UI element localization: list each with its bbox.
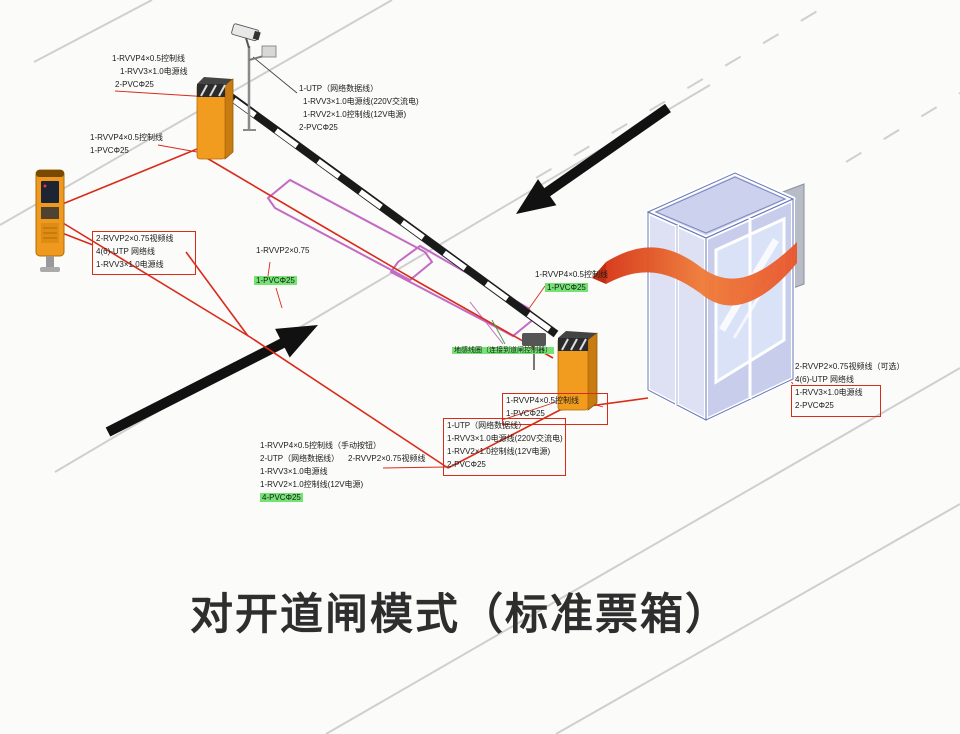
label-cluster-camera: 1-UTP（网络数据线） 1-RVV3×1.0电源线(220V交流电) 1-RV… — [299, 82, 419, 134]
ground-loop-2 — [389, 244, 537, 338]
barrier-gate-2 — [557, 331, 598, 411]
reader-screen — [41, 181, 59, 203]
cable-label: 4(6)-UTP 网络线 — [795, 375, 854, 384]
cable-label: 2-PVCΦ25 — [115, 80, 154, 89]
cable-label: 1-RVV3×1.0电源线 — [96, 260, 164, 269]
label-cluster-bottom-left: 1-RVVP4×0.5控制线（手动按钮） 2-UTP（网络数据线） 1-RVV3… — [260, 439, 381, 504]
label-box-right — [791, 385, 881, 417]
highlight-ribbon — [592, 242, 797, 306]
cable-label: 2-RVVP2×0.75视频线 — [348, 454, 426, 463]
traffic-arrow-outbound — [105, 325, 318, 437]
cable-label: 1-RVVP4×0.5控制线（手动按钮） — [260, 441, 381, 450]
cable-label: 1-RVV3×1.0电源线 — [795, 388, 863, 397]
pole-sign-panel — [261, 45, 277, 58]
cable-label: 1-RVV3×1.0电源线(220V交流电) — [303, 97, 419, 106]
cable-label: 1-PVCΦ25 — [506, 409, 545, 418]
cable-label: 1-RVVP4×0.5控制线 — [112, 54, 185, 63]
entry-card-reader — [35, 169, 65, 272]
cable-label: 1-RVVP4×0.5控制线 — [90, 133, 163, 142]
label-cluster-gate1: 1-RVVP4×0.5控制线 1-RVV3×1.0电源线 2-PVCΦ25 — [112, 52, 188, 91]
cable-label: 1-PVCΦ25 — [545, 283, 588, 292]
cable-label: 2-PVCΦ25 — [299, 123, 338, 132]
cable-label: 1-UTP（网络数据线） — [447, 421, 527, 430]
label-cluster-gate2-top: 1-RVVP4×0.5控制线 1-PVCΦ25 — [535, 268, 608, 294]
cable-label: 2-PVCΦ25 — [447, 460, 486, 469]
cable-label: 1-RVVP2×0.75 — [256, 246, 310, 255]
label-cluster-right: 2-RVVP2×0.75视频线（可选） 4(6)-UTP 网络线 1-RVV3×… — [795, 360, 904, 412]
cable-label: 1-UTP（网络数据线） — [299, 84, 379, 93]
traffic-arrow-inbound — [516, 103, 671, 214]
barrier-arm — [228, 93, 559, 338]
label-cluster-reader: 1-RVVP4×0.5控制线 1-PVCΦ25 — [90, 131, 163, 157]
traffic-arrows — [105, 103, 671, 437]
barrier-gate-1 — [196, 77, 234, 160]
label-cluster-booth-box: 1-UTP（网络数据线） 1-RVV3×1.0电源线(220V交流电) 1-RV… — [447, 419, 563, 471]
loop-note-label: 地感线圈（连接到道闸控制器） — [452, 347, 554, 354]
cable-label: 1-RVV3×1.0电源线 — [260, 467, 328, 476]
label-video-line: 2-RVVP2×0.75视频线 — [348, 452, 425, 465]
cable-label: 2-PVCΦ25 — [795, 401, 834, 410]
label-box-booth — [443, 418, 566, 476]
ground-loop-1 — [266, 178, 434, 282]
cable-label: 1-RVV2×1.0控制线(12V电源) — [447, 447, 551, 456]
label-loop-note: 地感线圈（连接到道闸控制器） — [452, 344, 554, 357]
cable-label: 1-RVVP4×0.5控制线 — [535, 270, 608, 279]
cable-label: 1-PVCΦ25 — [254, 276, 297, 285]
camera-pole — [231, 23, 277, 131]
ticket-booth — [645, 170, 796, 422]
cable-label: 1-RVV2×1.0控制线(12V电源) — [303, 110, 407, 119]
label-box-gate2-bottom — [502, 393, 608, 425]
cable-label: 1-RVV3×1.0电源线(220V交流电) — [447, 434, 563, 443]
cable-label: 1-RVV3×1.0电源线 — [120, 67, 188, 76]
cable-label: 4-PVCΦ25 — [260, 493, 303, 502]
cable-label: 4(6)-UTP 网络线 — [96, 247, 155, 256]
cable-label: 1-PVCΦ25 — [90, 146, 129, 155]
label-cluster-left-box: 2-RVVP2×0.75视频线 4(6)-UTP 网络线 1-RVV3×1.0电… — [96, 232, 173, 271]
label-center-pvc: 1-PVCΦ25 — [254, 274, 297, 287]
cable-label: 2-RVVP2×0.75视频线 — [96, 234, 174, 243]
label-box-left — [92, 231, 196, 275]
cable-label: 1-RVV2×1.0控制线(12V电源) — [260, 480, 364, 489]
cctv-camera-icon — [231, 23, 261, 42]
label-cluster-gate2-bottom: 1-RVVP4×0.5控制线 1-PVCΦ25 — [506, 394, 579, 420]
cable-label: 2-RVVP2×0.75视频线（可选） — [795, 362, 905, 371]
ground-loops — [266, 178, 537, 345]
label-cluster-center: 1-RVVP2×0.75 — [256, 244, 309, 257]
cable-label: 2-UTP（网络数据线） — [260, 454, 340, 463]
diagram-title: 对开道闸模式（标准票箱） — [190, 591, 730, 639]
cable-label: 1-RVVP4×0.5控制线 — [506, 396, 579, 405]
